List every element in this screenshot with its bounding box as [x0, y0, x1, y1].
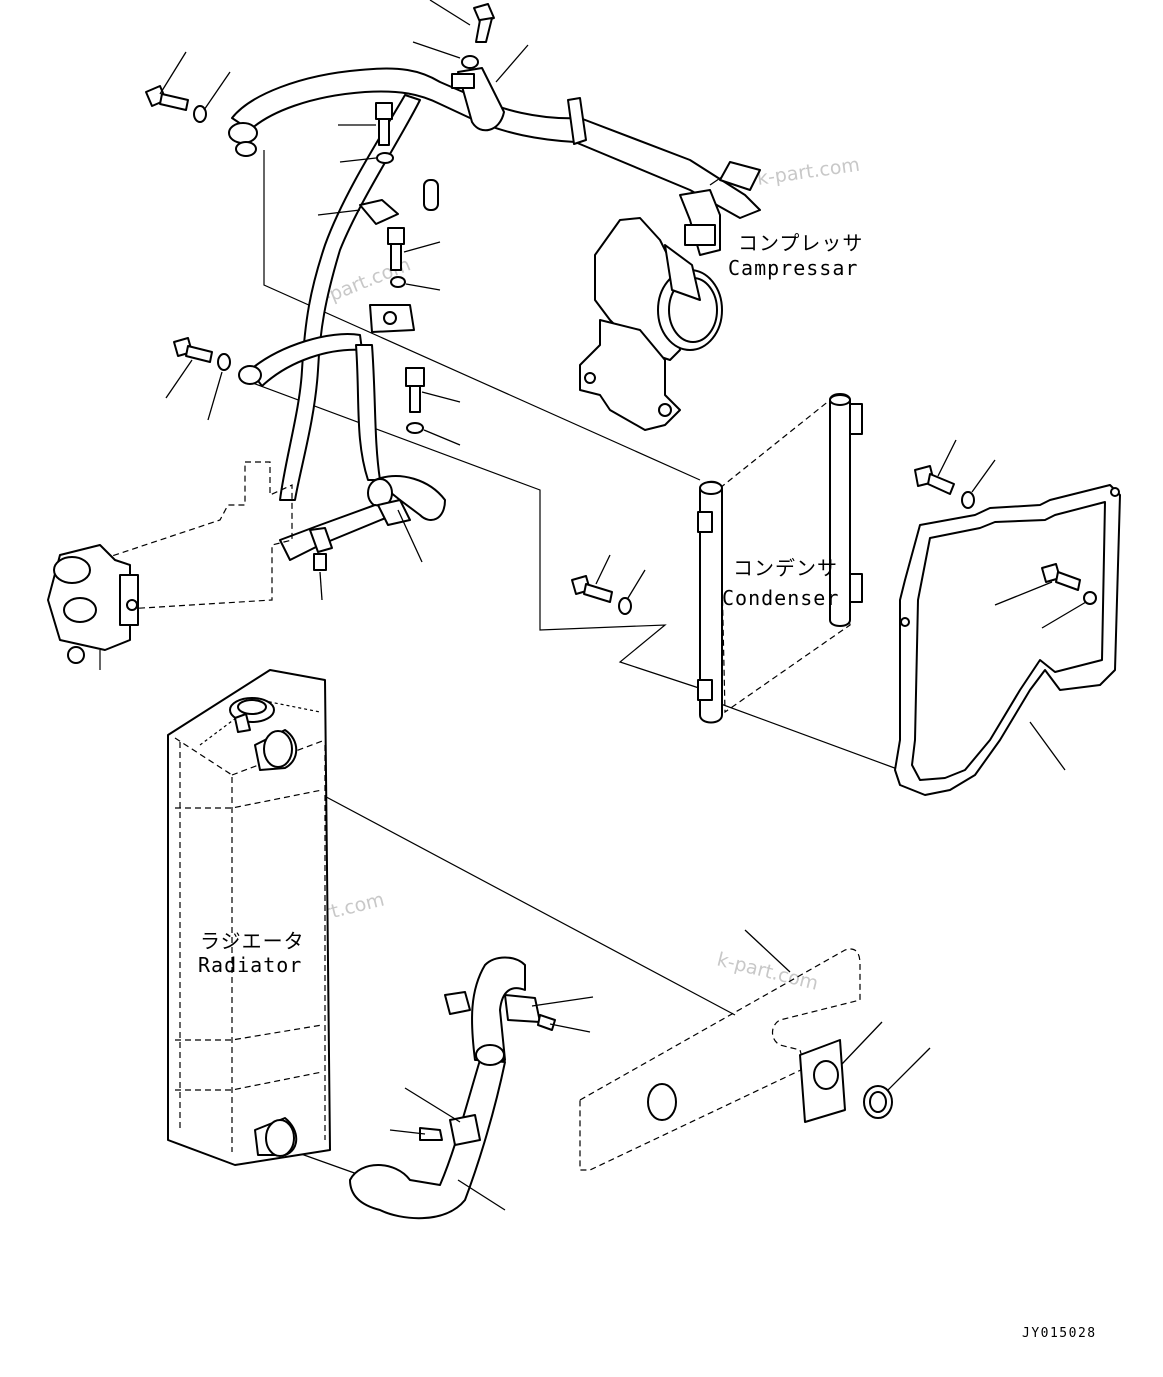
compressor-label-en: Campressar — [728, 256, 858, 280]
bolt-condenser — [571, 554, 613, 603]
compressor — [579, 161, 761, 431]
expansion-valve-bracket — [47, 461, 293, 670]
radiator-lower-hose — [349, 956, 594, 1220]
washer-condenser — [618, 569, 646, 615]
bracket-leader — [317, 209, 361, 216]
lower-mounting-bracket — [579, 929, 861, 1171]
bolt-left-mid — [165, 337, 213, 399]
radiator-label-en: Radiator — [198, 953, 302, 977]
bolt-center-2 — [387, 227, 441, 271]
hose-clip-leader — [319, 571, 323, 601]
bolt-gasket-top — [914, 439, 957, 495]
clamp-leader — [495, 44, 529, 83]
washer-center-3 — [406, 422, 461, 446]
watermark: k-part.com — [756, 154, 862, 190]
washer-left-upper — [193, 71, 231, 123]
watermark: k-part.com — [715, 949, 821, 995]
radiator — [167, 669, 331, 1166]
washer-center-2 — [390, 276, 441, 291]
bolt-center-3 — [405, 367, 461, 413]
connector-lines — [249, 150, 901, 1176]
washer-center-1 — [339, 152, 394, 164]
washer-gasket-inner-leader — [1041, 601, 1087, 629]
bolt-left-upper — [145, 51, 189, 111]
bolt-center-1 — [338, 102, 393, 146]
compressor-label-jp: コンプレッサ — [738, 231, 863, 255]
bolt-top — [429, 0, 495, 43]
washer-left-mid — [207, 353, 231, 421]
hose-clamp-ring — [863, 1047, 931, 1119]
washer-gasket-top — [961, 459, 996, 509]
condenser-gasket-frame — [894, 484, 1121, 796]
condenser-label-en: Condenser — [722, 586, 839, 610]
condenser-label-jp: コンデンサ — [733, 556, 838, 580]
radiator-label-jp: ラジエータ — [200, 929, 305, 953]
washer-top — [412, 41, 479, 69]
figure-code: JY015028 — [1022, 1326, 1097, 1341]
condenser — [697, 393, 863, 724]
plate-with-hole — [799, 1021, 883, 1123]
bolt-gasket-inner — [994, 563, 1081, 606]
refrigerant-pipe-upper — [228, 67, 761, 571]
hose-clamp-leader — [397, 509, 423, 563]
